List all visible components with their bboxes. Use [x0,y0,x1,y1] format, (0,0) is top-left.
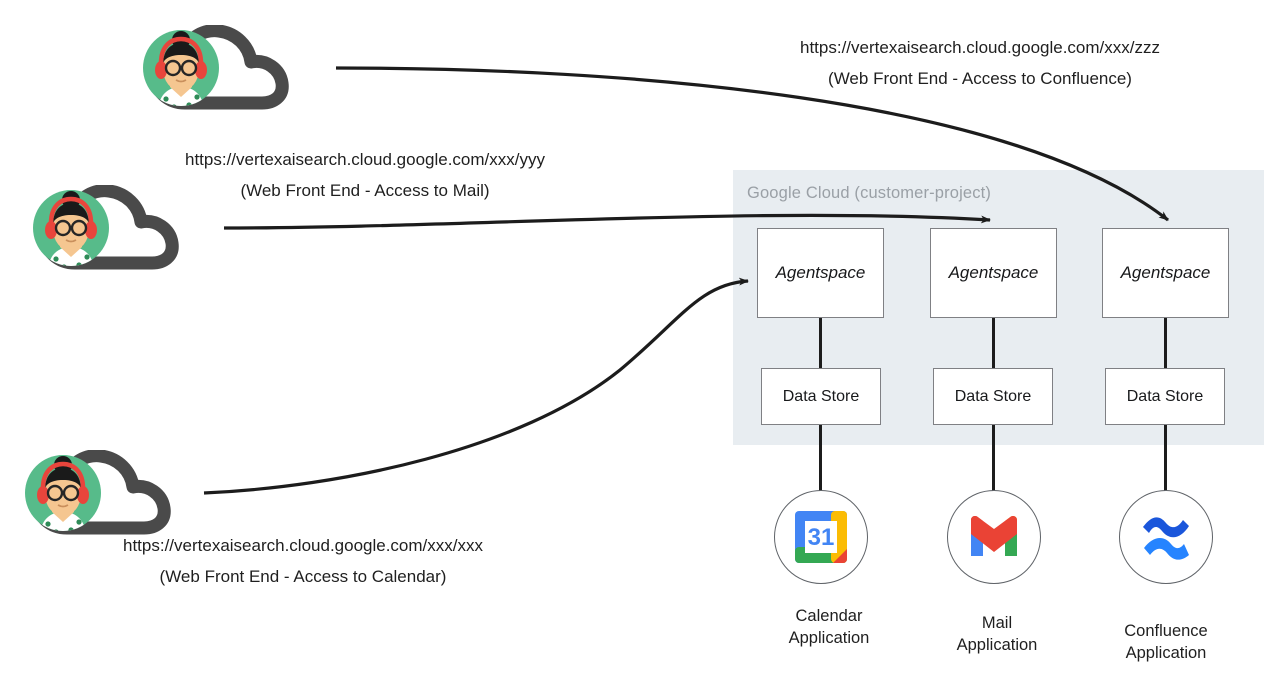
agentspace-box-3[interactable]: Agentspace [1102,228,1229,318]
mail-application-caption: Mail Application [912,612,1082,656]
google-cloud-container-label: Google Cloud (customer-project) [747,184,991,202]
google-calendar-icon: 31 [795,511,847,563]
user-cloud-mail [30,185,210,275]
connector-datastore-app-3 [1164,424,1167,492]
datastore-box-2[interactable]: Data Store [933,368,1053,425]
agentspace-label: Agentspace [1120,263,1211,282]
user-avatar [25,455,101,531]
datastore-box-1[interactable]: Data Store [761,368,881,425]
url-text-mail: https://vertexaisearch.cloud.google.com/… [185,150,545,169]
datastore-label: Data Store [954,387,1032,405]
url-label-confluence: https://vertexaisearch.cloud.google.com/… [800,32,1160,94]
mail-caption-line2: Application [956,636,1038,654]
url-label-calendar: https://vertexaisearch.cloud.google.com/… [123,530,483,592]
url-desc-calendar: (Web Front End - Access to Calendar) [159,567,447,586]
confluence-caption-line2: Application [1125,644,1207,662]
user-cloud-confluence [140,25,320,115]
confluence-application-caption: Confluence Application [1081,620,1251,664]
confluence-caption-line1: Confluence [1124,622,1208,640]
svg-text:31: 31 [808,524,835,551]
calendar-application-caption: Calendar Application [744,605,914,649]
confluence-application-circle[interactable] [1119,490,1213,584]
calendar-caption-line2: Application [788,629,870,647]
calendar-caption-line1: Calendar [795,607,863,625]
connector-datastore-app-1 [819,424,822,492]
user-cloud-calendar [22,450,202,540]
agentspace-label: Agentspace [948,263,1039,282]
datastore-label: Data Store [1126,387,1204,405]
connector-agentspace-datastore-1 [819,317,822,369]
gmail-icon [971,516,1017,556]
connector-agentspace-datastore-2 [992,317,995,369]
agentspace-box-1[interactable]: Agentspace [757,228,884,318]
datastore-label: Data Store [782,387,860,405]
url-label-mail: https://vertexaisearch.cloud.google.com/… [185,144,545,206]
agentspace-label: Agentspace [775,263,866,282]
url-desc-mail: (Web Front End - Access to Mail) [240,181,490,200]
datastore-box-3[interactable]: Data Store [1105,368,1225,425]
connector-agentspace-datastore-3 [1164,317,1167,369]
mail-application-circle[interactable] [947,490,1041,584]
url-desc-confluence: (Web Front End - Access to Confluence) [828,69,1132,88]
url-text-confluence: https://vertexaisearch.cloud.google.com/… [800,38,1160,57]
calendar-application-circle[interactable]: 31 [774,490,868,584]
url-text-calendar: https://vertexaisearch.cloud.google.com/… [123,536,483,555]
agentspace-box-2[interactable]: Agentspace [930,228,1057,318]
connector-datastore-app-2 [992,424,995,492]
mail-caption-line1: Mail [981,614,1013,632]
confluence-icon [1143,517,1189,560]
arrow-user-calendar-to-agentspace-1 [203,277,749,495]
user-avatar [33,190,109,266]
